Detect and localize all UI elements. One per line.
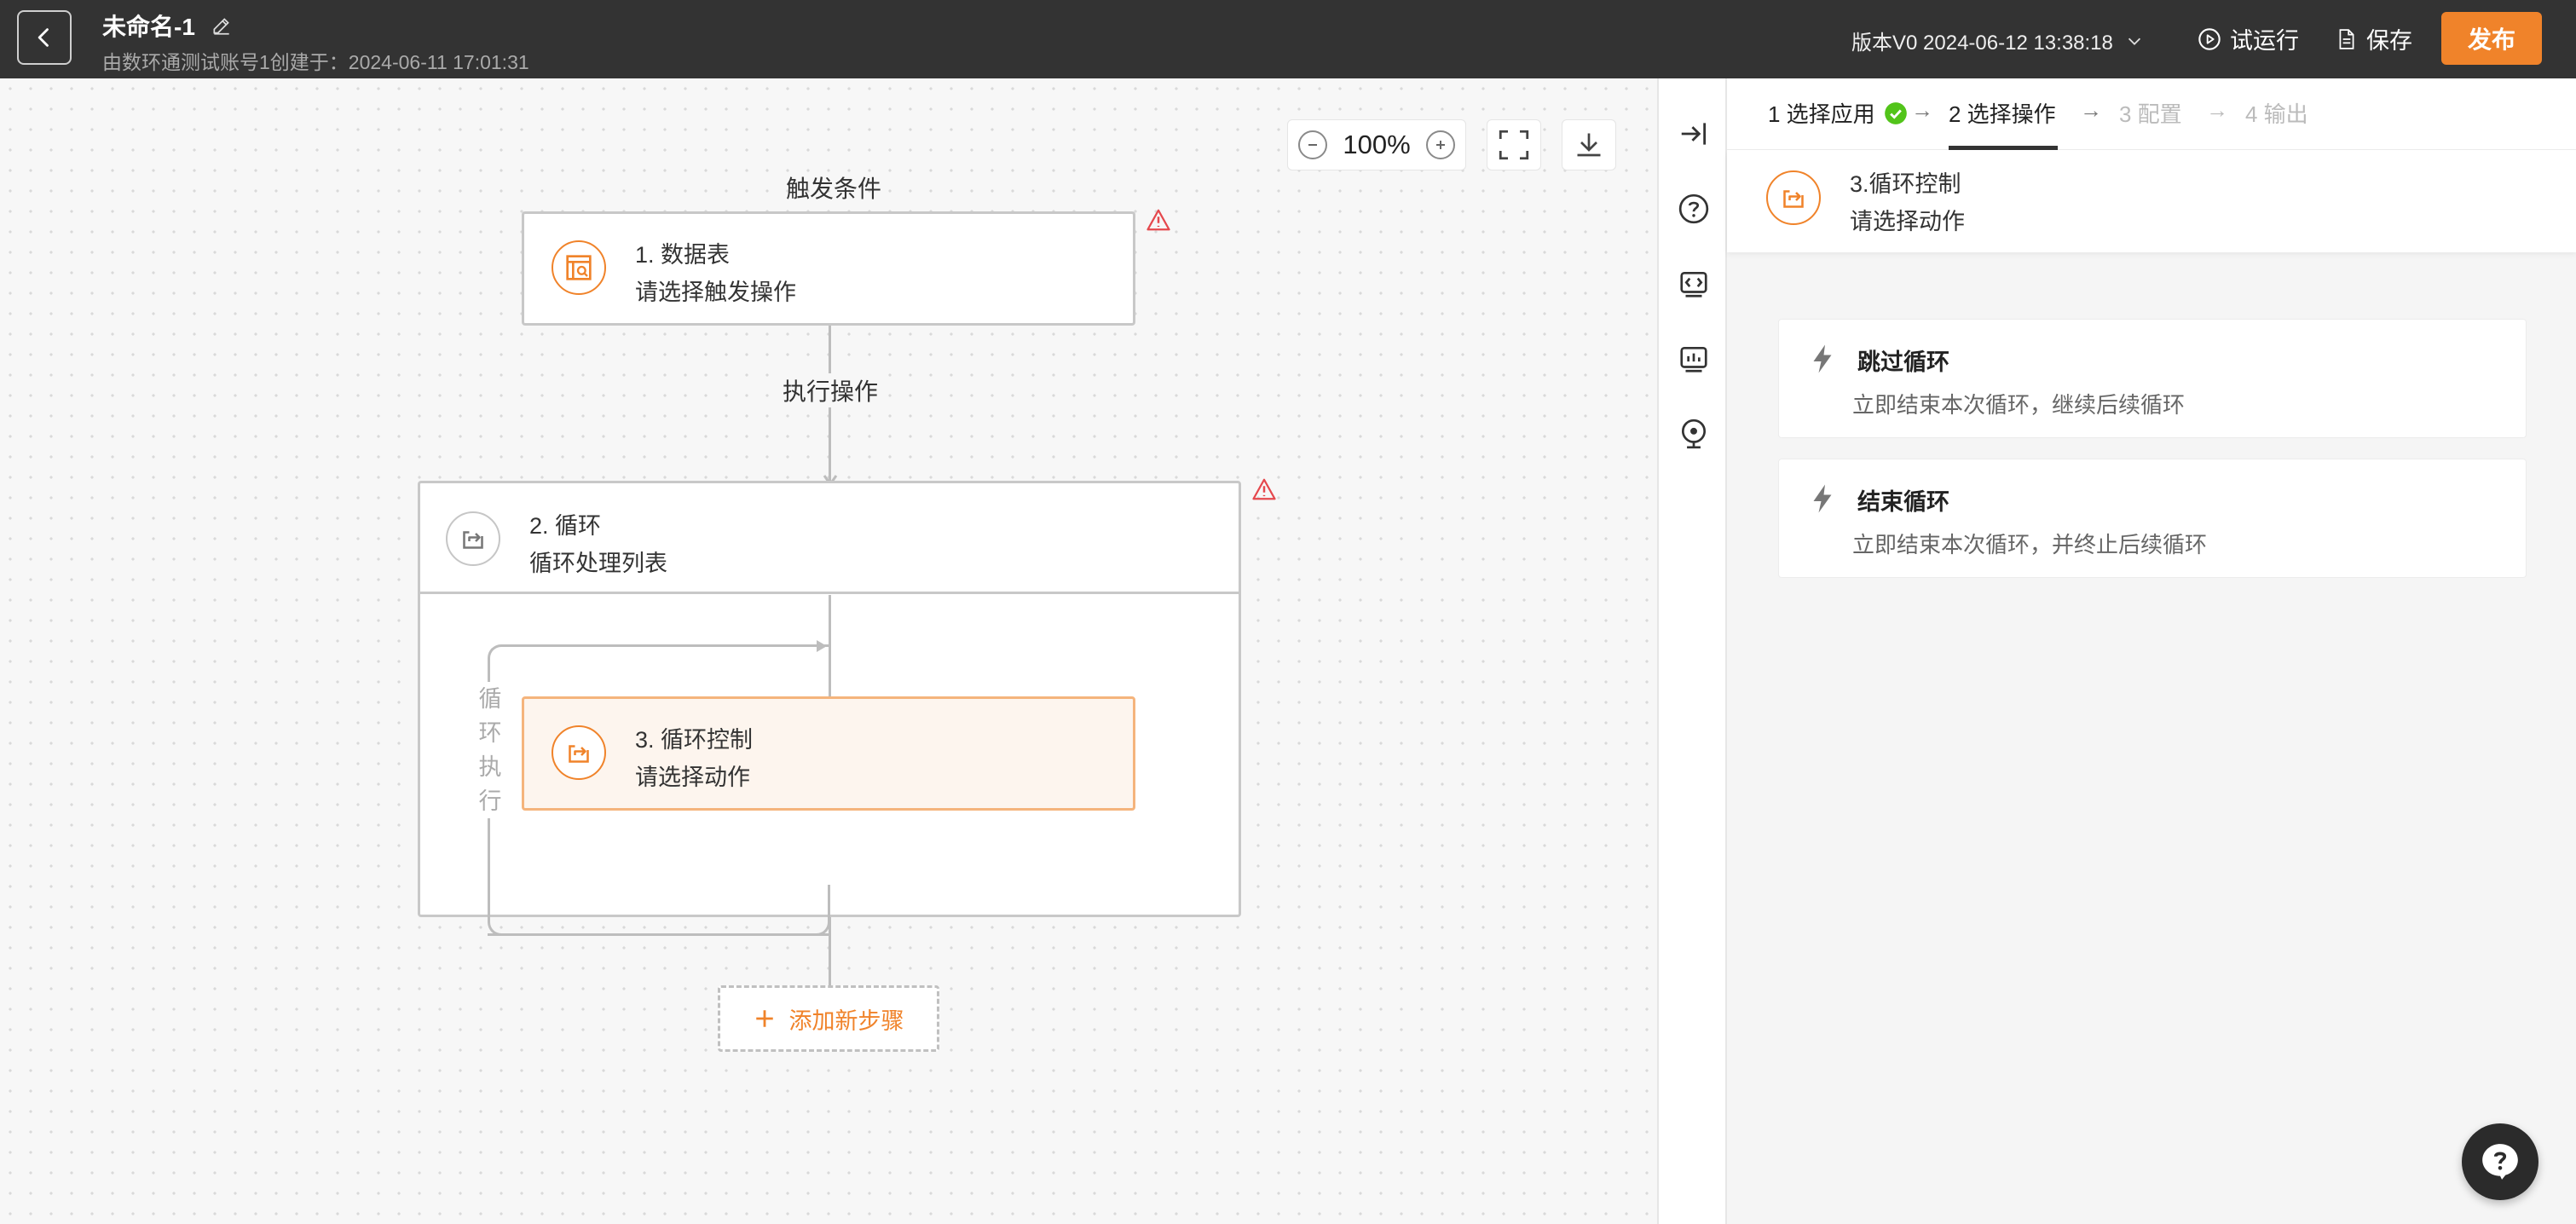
arrow-right-icon bbox=[817, 640, 827, 652]
selected-node-header: 3.循环控制 请选择动作 bbox=[1727, 150, 2576, 252]
plus-icon bbox=[755, 1010, 773, 1027]
step-label: 4 输出 bbox=[2245, 101, 2308, 127]
active-step-indicator bbox=[1949, 146, 2058, 150]
node-title: 2. 循环 bbox=[529, 513, 602, 539]
workflow-title: 未命名-1 bbox=[102, 9, 233, 43]
minus-icon bbox=[1308, 144, 1317, 146]
download-icon bbox=[1577, 133, 1601, 157]
trigger-label: 触发条件 bbox=[786, 176, 882, 202]
lightning-icon bbox=[1813, 484, 1832, 513]
help-button[interactable] bbox=[1676, 191, 1712, 227]
zoom-in-button[interactable] bbox=[1425, 130, 1455, 159]
question-circle-icon bbox=[1678, 193, 1709, 224]
arrow-right-icon: → bbox=[2080, 97, 2102, 123]
location-button[interactable] bbox=[1676, 416, 1712, 452]
zoom-level: 100% bbox=[1343, 130, 1411, 159]
step-navigation: 1 选择应用 → 2 选择操作 → 3 配置 → 4 输出 bbox=[1727, 78, 2576, 150]
edit-icon[interactable] bbox=[211, 14, 233, 37]
check-circle-icon bbox=[1884, 101, 1907, 124]
workflow-node-loop[interactable]: 2. 循环 循环处理列表 bbox=[420, 483, 1239, 594]
option-title: 跳过循环 bbox=[1857, 349, 1949, 375]
loop-label-char: 执 bbox=[478, 754, 502, 780]
document-icon bbox=[2339, 28, 2354, 49]
step-label: 3 配置 bbox=[2119, 101, 2182, 127]
step-label: 2 选择操作 bbox=[1949, 101, 2056, 127]
table-icon bbox=[552, 240, 606, 295]
save-button[interactable]: 保存 bbox=[2336, 22, 2412, 55]
node-subtitle: 请选择触发操作 bbox=[635, 280, 796, 305]
test-run-button[interactable]: 试运行 bbox=[2198, 22, 2299, 55]
add-step-label: 添加新步骤 bbox=[788, 1007, 904, 1034]
workflow-canvas[interactable]: 100% 触发条件 1. 数据表 请选择触发操作 bbox=[0, 78, 1657, 1224]
add-step-button[interactable]: 添加新步骤 bbox=[718, 985, 939, 1052]
loop-icon bbox=[446, 511, 500, 566]
monitor-chart-icon bbox=[1680, 346, 1707, 372]
collapse-panel-button[interactable] bbox=[1676, 116, 1712, 152]
plus-icon bbox=[1435, 141, 1445, 149]
top-bar: 未命名-1 由数环通测试账号1创建于：2024-06-11 17:01:31 版… bbox=[0, 0, 2576, 78]
zoom-out-button[interactable] bbox=[1298, 130, 1327, 159]
version-label: 版本V0 2024-06-12 13:38:18 bbox=[1851, 32, 2113, 55]
location-pin-icon bbox=[1681, 419, 1707, 449]
collapse-right-icon bbox=[1681, 123, 1707, 145]
step-label: 1 选择应用 bbox=[1768, 101, 1875, 127]
config-panel: 1 选择应用 → 2 选择操作 → 3 配置 → 4 输出 3.循环控制 请选择… bbox=[1727, 78, 2576, 1224]
workflow-created-info: 由数环通测试账号1创建于：2024-06-11 17:01:31 bbox=[102, 51, 529, 73]
selected-node-subtitle: 请选择动作 bbox=[1850, 209, 1965, 234]
loop-label-char: 行 bbox=[478, 788, 502, 814]
step-output: 4 输出 bbox=[2245, 97, 2308, 129]
loop-label-char: 环 bbox=[478, 720, 502, 746]
option-description: 立即结束本次循环，并终止后续循环 bbox=[1852, 532, 2208, 557]
node-subtitle: 请选择动作 bbox=[635, 765, 750, 790]
back-button[interactable] bbox=[17, 10, 72, 65]
loop-path-return bbox=[488, 885, 830, 936]
fullscreen-icon bbox=[1499, 130, 1529, 160]
fullscreen-button[interactable] bbox=[1487, 119, 1541, 170]
selected-node-title: 3.循环控制 bbox=[1850, 171, 1961, 197]
publish-button[interactable]: 发布 bbox=[2441, 12, 2542, 65]
action-label: 执行操作 bbox=[781, 373, 881, 407]
option-title: 结束循环 bbox=[1857, 489, 1949, 515]
option-description: 立即结束本次循环，继续后续循环 bbox=[1852, 392, 2186, 418]
workflow-node-data-table[interactable]: 1. 数据表 请选择触发操作 bbox=[522, 211, 1135, 326]
warning-icon[interactable] bbox=[1146, 208, 1171, 232]
action-option-skip-loop[interactable]: 跳过循环 立即结束本次循环，继续后续循环 bbox=[1778, 319, 2527, 438]
zoom-control: 100% bbox=[1287, 119, 1466, 170]
code-button[interactable] bbox=[1676, 266, 1712, 302]
loop-execute-label: 循 环 执 行 bbox=[477, 682, 503, 818]
loop-control-icon bbox=[1766, 170, 1821, 225]
node-title: 3. 循环控制 bbox=[635, 727, 754, 753]
step-select-action[interactable]: 2 选择操作 bbox=[1949, 97, 2056, 129]
code-icon bbox=[1680, 271, 1707, 297]
help-chat-button[interactable] bbox=[2462, 1123, 2538, 1200]
step-select-app[interactable]: 1 选择应用 bbox=[1768, 97, 1908, 129]
node-subtitle: 循环处理列表 bbox=[529, 551, 667, 576]
step-configure: 3 配置 bbox=[2119, 97, 2182, 129]
download-button[interactable] bbox=[1562, 119, 1616, 170]
connector-line bbox=[829, 917, 831, 985]
warning-icon[interactable] bbox=[1251, 477, 1277, 501]
node-title: 1. 数据表 bbox=[635, 242, 731, 268]
arrow-right-icon: → bbox=[2206, 97, 2228, 123]
connector-line bbox=[829, 595, 831, 765]
version-selector[interactable]: 版本V0 2024-06-12 13:38:18 bbox=[1851, 26, 2144, 55]
play-circle-icon bbox=[2198, 27, 2221, 50]
side-toolbar bbox=[1657, 78, 1727, 1224]
loop-control-icon bbox=[552, 725, 606, 780]
chevron-left-icon bbox=[38, 28, 49, 47]
workflow-node-loop-control[interactable]: 3. 循环控制 请选择动作 bbox=[522, 696, 1135, 811]
connector-line bbox=[829, 435, 831, 489]
chevron-down-icon bbox=[2128, 38, 2140, 45]
test-run-label: 试运行 bbox=[2230, 28, 2299, 54]
save-label: 保存 bbox=[2366, 28, 2412, 54]
logs-button[interactable] bbox=[1676, 341, 1712, 377]
action-option-end-loop[interactable]: 结束循环 立即结束本次循环，并终止后续循环 bbox=[1778, 459, 2527, 578]
workflow-title-text: 未命名-1 bbox=[102, 14, 195, 40]
question-bubble-icon bbox=[2482, 1144, 2518, 1180]
arrow-right-icon: → bbox=[1911, 97, 1933, 123]
loop-label-char: 循 bbox=[478, 686, 502, 712]
lightning-icon bbox=[1813, 344, 1832, 373]
